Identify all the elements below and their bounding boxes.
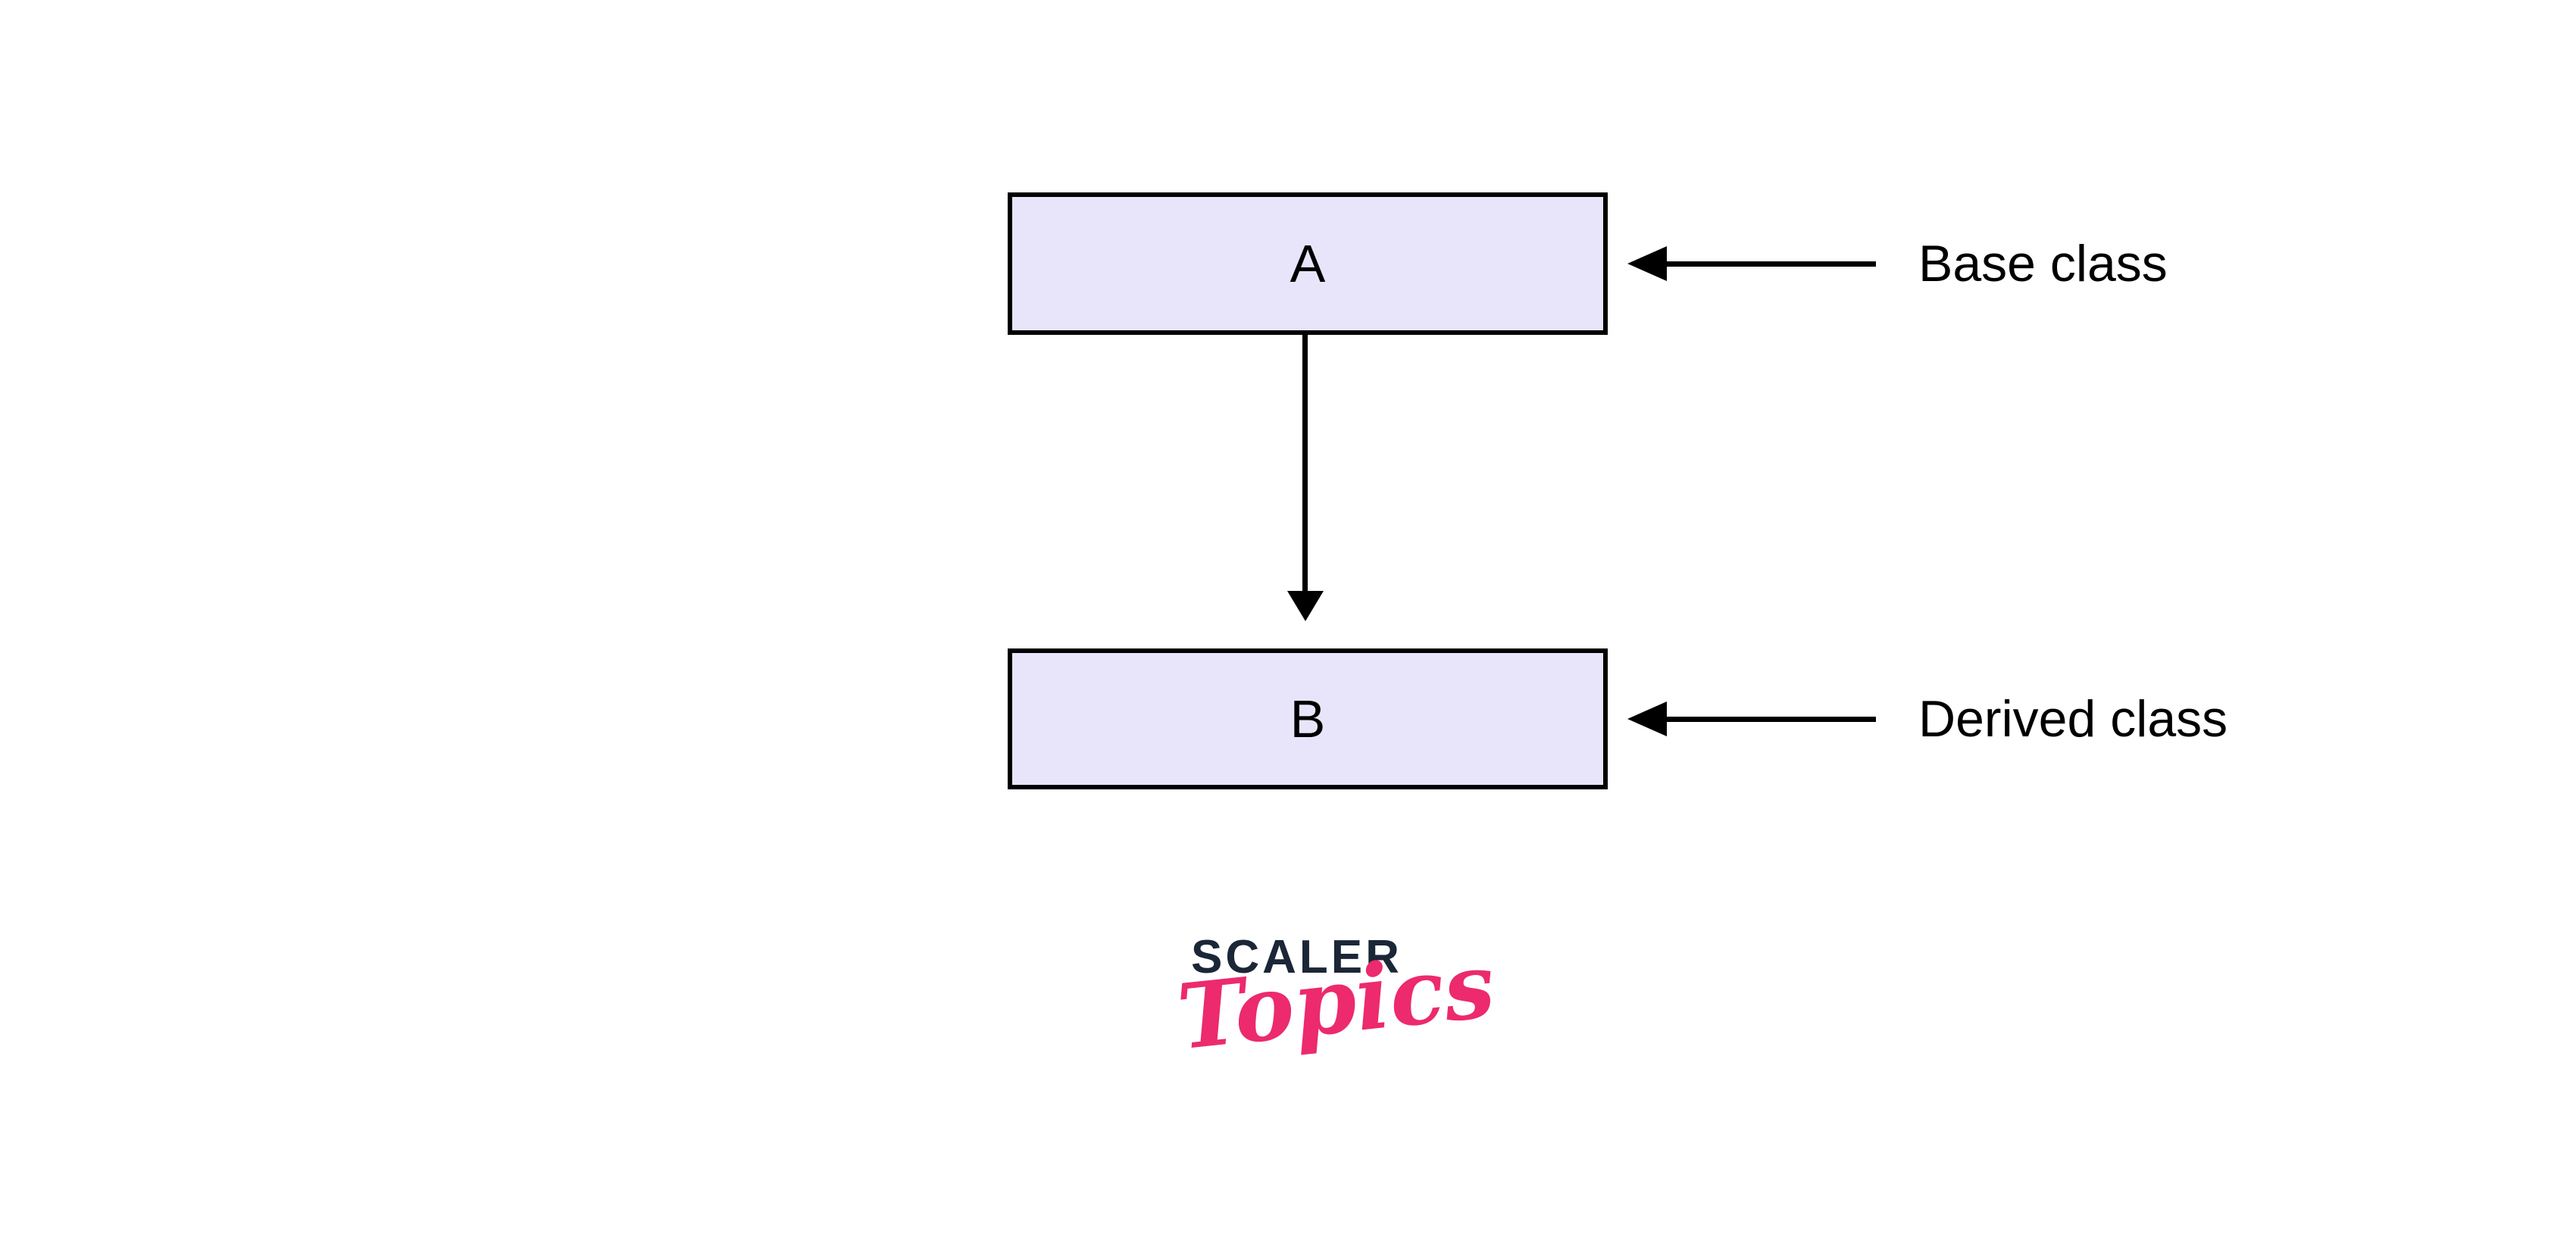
base-class-arrow-line xyxy=(1667,261,1876,267)
class-box-b-label: B xyxy=(1290,689,1326,748)
class-box-a: A xyxy=(1008,192,1608,335)
scaler-wordmark: SCALER xyxy=(1191,931,1402,983)
class-box-a-label: A xyxy=(1290,234,1326,293)
down-arrowhead-icon xyxy=(1287,591,1324,621)
derived-class-arrow-line xyxy=(1667,717,1876,722)
base-class-label: Base class xyxy=(1918,235,2168,292)
inheritance-arrow-line xyxy=(1302,335,1308,592)
derived-class-label: Derived class xyxy=(1918,690,2228,748)
class-box-b: B xyxy=(1008,648,1608,789)
left-arrowhead-icon xyxy=(1627,701,1667,736)
left-arrowhead-icon xyxy=(1627,246,1667,281)
